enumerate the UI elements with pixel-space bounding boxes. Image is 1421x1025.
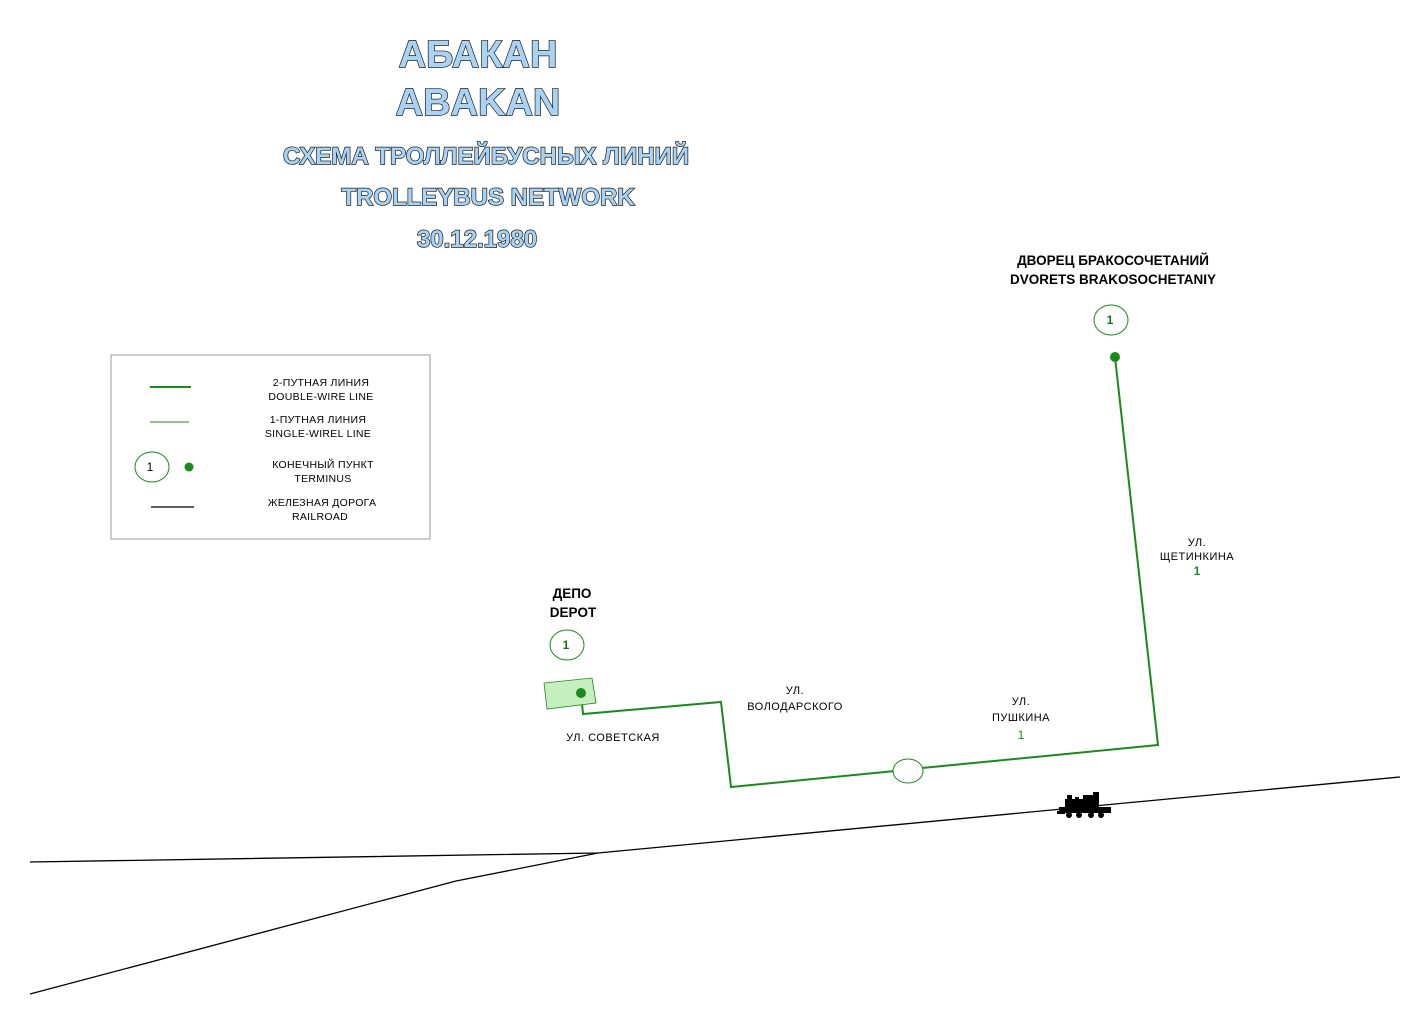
trolleybus-route-1 bbox=[580, 356, 1160, 789]
legend-terminus-number: 1 bbox=[147, 460, 154, 474]
street-shchetinkina-name: ЩЕТИНКИНА bbox=[1160, 551, 1234, 563]
street-pushkina-name: ПУШКИНА bbox=[992, 712, 1050, 724]
depot: ДЕПО DEPOT 1 bbox=[543, 586, 597, 710]
street-sovetskaya: УЛ. СОВЕТСКАЯ bbox=[566, 732, 660, 744]
legend-terminus-dot bbox=[184, 462, 194, 472]
railroad-branch-line bbox=[29, 852, 599, 995]
legend-terminus-ru: КОНЕЧНЫЙ ПУНКТ bbox=[272, 458, 374, 471]
street-volodarskogo-prefix: УЛ. bbox=[786, 685, 804, 697]
legend-single-wire-en: SINGLE-WIREL LINE bbox=[265, 428, 371, 440]
title-city-en: ABAKAN bbox=[396, 82, 561, 124]
legend-frame bbox=[110, 354, 431, 540]
legend-double-wire-en: DOUBLE-WIRE LINE bbox=[268, 391, 373, 403]
title-city-ru: АБАКАН bbox=[399, 34, 558, 76]
street-labels: УЛ. СОВЕТСКАЯ УЛ. ВОЛОДАРСКОГО УЛ. ПУШКИ… bbox=[566, 537, 1234, 744]
palace-route-number: 1 bbox=[1107, 313, 1114, 327]
legend-terminus-en: TERMINUS bbox=[294, 473, 351, 485]
depot-route-circle bbox=[549, 629, 585, 661]
palace-terminus: ДВОРЕЦ БРАКОСОЧЕТАНИЙ DVORETS BRAKOSOCHE… bbox=[1010, 253, 1216, 362]
depot-terminus-dot bbox=[576, 688, 586, 698]
legend-railroad-ru: ЖЕЛЕЗНАЯ ДОРОГА bbox=[268, 497, 377, 509]
palace-label-en: DVORETS BRAKOSOCHETANIY bbox=[1010, 272, 1216, 287]
railroad bbox=[29, 776, 1401, 995]
palace-terminus-dot bbox=[1110, 352, 1120, 362]
legend-double-wire-ru: 2-ПУТНАЯ ЛИНИЯ bbox=[273, 377, 369, 389]
street-volodarskogo-name: ВОЛОДАРСКОГО bbox=[747, 701, 843, 713]
street-shchetinkina-route: 1 bbox=[1194, 564, 1201, 578]
depot-area bbox=[543, 677, 597, 710]
palace-label-ru: ДВОРЕЦ БРАКОСОЧЕТАНИЙ bbox=[1017, 253, 1209, 268]
title-block: АБАКАН ABAKAN СХЕМА ТРОЛЛЕЙБУСНЫХ ЛИНИЙ … bbox=[282, 33, 690, 253]
title-date: 30.12.1980 bbox=[417, 226, 537, 253]
legend: 2-ПУТНАЯ ЛИНИЯ DOUBLE-WIRE LINE 1-ПУТНАЯ… bbox=[110, 354, 431, 540]
depot-route-number: 1 bbox=[563, 638, 570, 652]
loop-circle bbox=[892, 758, 924, 784]
street-pushkina-route: 1 bbox=[1018, 728, 1025, 742]
depot-label-en: DEPOT bbox=[550, 605, 597, 620]
trolleybus-line bbox=[580, 356, 1160, 789]
street-shchetinkina-prefix: УЛ. bbox=[1188, 537, 1206, 549]
railroad-main-line bbox=[29, 776, 1401, 863]
depot-label-ru: ДЕПО bbox=[553, 586, 592, 601]
legend-terminus-circle bbox=[134, 451, 170, 483]
title-subtitle-en: TROLLEYBUS NETWORK bbox=[341, 184, 635, 211]
legend-railroad-en: RAILROAD bbox=[292, 511, 348, 523]
legend-single-wire-ru: 1-ПУТНАЯ ЛИНИЯ bbox=[270, 414, 366, 426]
title-subtitle-ru: СХЕМА ТРОЛЛЕЙБУСНЫХ ЛИНИЙ bbox=[283, 142, 689, 170]
locomotive-icon bbox=[1057, 792, 1111, 818]
street-pushkina-prefix: УЛ. bbox=[1012, 696, 1030, 708]
palace-route-circle bbox=[1093, 304, 1129, 336]
